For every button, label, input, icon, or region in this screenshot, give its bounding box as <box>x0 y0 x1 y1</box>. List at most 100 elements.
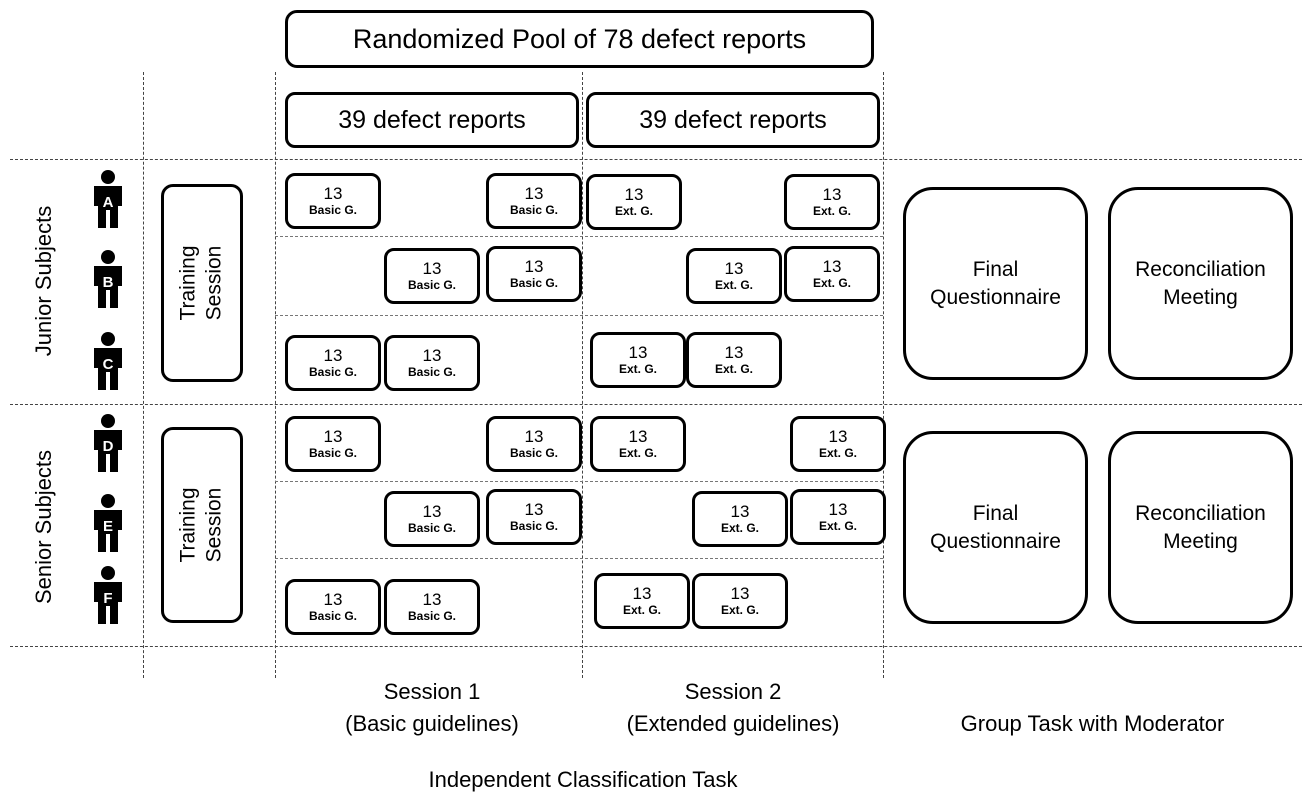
block-guideline-label: Basic G. <box>308 609 358 623</box>
subject-letter: D <box>103 438 114 455</box>
subject-letter: E <box>103 518 113 535</box>
block-count: 13 <box>422 590 442 609</box>
divider-training <box>275 72 276 678</box>
block-guideline-label: Basic G. <box>509 519 559 533</box>
session1-subtitle: (Basic guidelines) <box>345 711 519 736</box>
senior-subjects-label: Senior Subjects <box>31 449 56 605</box>
rm-line2: Meeting <box>1163 529 1238 553</box>
block-count: 13 <box>323 184 343 203</box>
session1-label: Session 1 (Basic guidelines) <box>285 676 579 740</box>
block-count: 13 <box>632 584 652 603</box>
defect-reports-label: 39 defect reports <box>639 105 827 134</box>
block-count: 13 <box>624 185 644 204</box>
block-guideline-label: Basic G. <box>308 365 358 379</box>
block-guideline-label: Ext. G. <box>818 446 857 460</box>
session2-label: Session 2 (Extended guidelines) <box>586 676 880 740</box>
divider-top <box>10 159 1302 160</box>
row-divider <box>275 481 883 482</box>
block-guideline-label: Basic G. <box>509 203 559 217</box>
block-count: 13 <box>422 346 442 365</box>
block-guideline-label: Ext. G. <box>720 603 759 617</box>
independent-task-label: Independent Classification Task <box>428 767 738 792</box>
block-count: 13 <box>323 590 343 609</box>
block-guideline-label: Basic G. <box>407 609 457 623</box>
group-task-label: Group Task with Moderator <box>960 711 1225 736</box>
person-icon: E <box>88 494 128 552</box>
fq-line2: Questionnaire <box>930 529 1061 553</box>
session2-title: Session 2 <box>684 679 782 704</box>
block-guideline-label: Ext. G. <box>622 603 661 617</box>
block-guideline-label: Basic G. <box>509 446 559 460</box>
block-guideline-label: Ext. G. <box>714 278 753 292</box>
block-guideline-label: Basic G. <box>308 203 358 217</box>
rm-line2: Meeting <box>1163 285 1238 309</box>
person-icon: F <box>88 566 128 624</box>
rm-line1: Reconciliation <box>1135 257 1266 281</box>
block-count: 13 <box>628 343 648 362</box>
person-icon: C <box>88 332 128 390</box>
block-guideline-label: Ext. G. <box>618 446 657 460</box>
block-count: 13 <box>828 500 848 519</box>
divider-middle <box>10 404 1302 405</box>
subject-letter: B <box>103 274 114 291</box>
session2-subtitle: (Extended guidelines) <box>626 711 840 736</box>
block-count: 13 <box>822 257 842 276</box>
block-guideline-label: Basic G. <box>407 365 457 379</box>
block-guideline-label: Basic G. <box>308 446 358 460</box>
block-count: 13 <box>422 259 442 278</box>
block-count: 13 <box>724 259 744 278</box>
divider-left <box>143 72 144 678</box>
training-line1: Training <box>177 245 200 321</box>
person-icon: B <box>88 250 128 308</box>
training-line2: Session <box>203 245 226 321</box>
training-line1: Training <box>177 487 200 563</box>
subject-letter: A <box>103 194 114 211</box>
block-count: 13 <box>730 502 750 521</box>
fq-line2: Questionnaire <box>930 285 1061 309</box>
block-count: 13 <box>323 427 343 446</box>
subject-letter: F <box>103 590 112 607</box>
junior-subjects-label: Junior Subjects <box>31 205 56 357</box>
defect-reports-box-session2: 39 defect reports <box>586 92 880 148</box>
block-count: 13 <box>524 257 544 276</box>
block-count: 13 <box>730 584 750 603</box>
block-guideline-label: Ext. G. <box>812 276 851 290</box>
session1-title: Session 1 <box>383 679 481 704</box>
row-divider <box>275 236 883 237</box>
block-count: 13 <box>828 427 848 446</box>
defect-reports-box-session1: 39 defect reports <box>285 92 579 148</box>
randomized-pool-box: Randomized Pool of 78 defect reports <box>285 10 874 68</box>
divider-bottom <box>10 646 1302 647</box>
block-count: 13 <box>524 500 544 519</box>
block-guideline-label: Ext. G. <box>818 519 857 533</box>
block-guideline-label: Basic G. <box>407 521 457 535</box>
block-count: 13 <box>822 185 842 204</box>
defect-reports-label: 39 defect reports <box>338 105 526 134</box>
block-count: 13 <box>524 427 544 446</box>
person-icon: A <box>88 170 128 228</box>
block-guideline-label: Ext. G. <box>812 204 851 218</box>
row-divider <box>275 315 883 316</box>
block-guideline-label: Ext. G. <box>714 362 753 376</box>
divider-group-task <box>883 72 884 678</box>
block-count: 13 <box>323 346 343 365</box>
